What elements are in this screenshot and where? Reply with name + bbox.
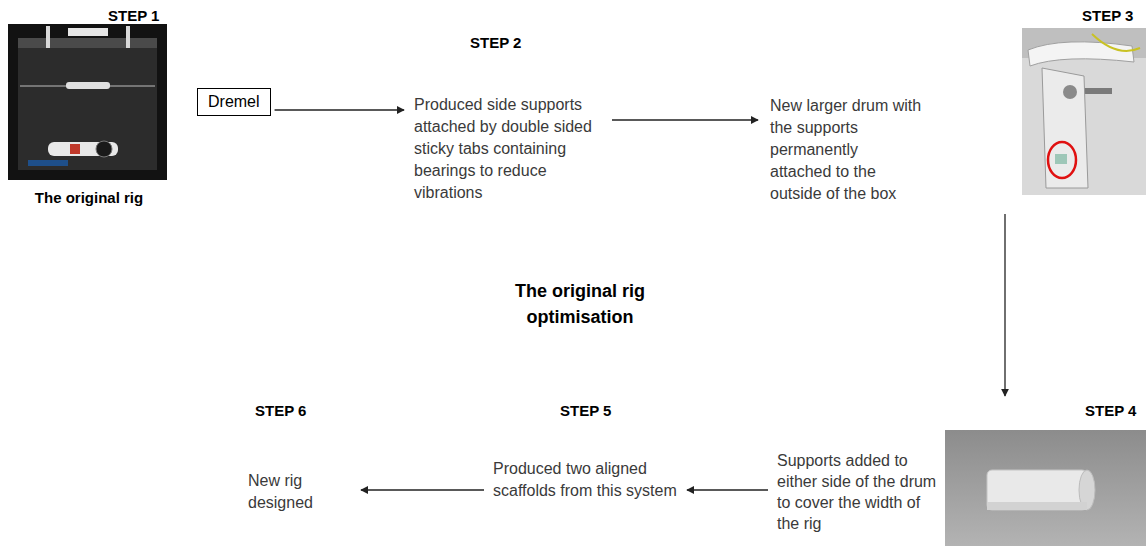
drum-shadow: [987, 502, 1087, 510]
step-heading: STEP 4: [1085, 402, 1136, 419]
rig-frame: [8, 24, 167, 180]
drum-tube: [1028, 42, 1134, 66]
flow-arrow: [361, 489, 484, 490]
diagram-title: The original rig optimisation: [495, 278, 665, 330]
rig-drum: [66, 82, 110, 89]
node-label: Dremel: [208, 93, 260, 111]
rig-post: [126, 26, 130, 48]
drum-photo: [1022, 28, 1146, 195]
flow-arrow: [612, 119, 758, 120]
step-description: Supports added to either side of the dru…: [777, 450, 939, 534]
step-description: New rig designed: [248, 470, 340, 514]
step-panel: STEP 6 New rig designed: [245, 400, 357, 530]
step-panel: STEP 3 New larger drum with the supports …: [762, 5, 1146, 210]
rig-base: [28, 160, 68, 166]
highlight-ellipse: [1048, 142, 1076, 178]
sticky-tab: [1055, 154, 1067, 164]
step-heading: STEP 3: [1082, 7, 1133, 24]
rig-dremel: [48, 142, 118, 156]
step-description: Produced side supports attached by doubl…: [414, 94, 606, 204]
step-heading: The original rig: [5, 189, 173, 206]
step-heading: STEP 1: [108, 7, 159, 24]
flow-arrow: [1004, 214, 1005, 396]
rig-interior: [18, 38, 157, 170]
step-description: Produced two aligned scaffolds from this…: [493, 458, 678, 502]
drum-supports-photo: [945, 430, 1146, 546]
drum-photo-ground: [1022, 28, 1146, 195]
drum-wire: [1092, 34, 1140, 51]
step-panel: STEP 2 Produced side supports attached by…: [408, 30, 608, 210]
tool-box: Dremel: [197, 88, 271, 116]
rig-photo: [8, 24, 167, 180]
rig-top-shelf: [18, 38, 157, 48]
flow-arrow: [687, 489, 768, 490]
step-heading: STEP 2: [470, 34, 521, 51]
rig-post: [46, 26, 50, 48]
drum-support: [1042, 68, 1088, 188]
step-heading: STEP 5: [560, 402, 611, 419]
photo-ground: [945, 430, 1146, 546]
rig-dremel-band: [70, 144, 80, 154]
step-panel: STEP 1 The original rig: [5, 5, 173, 215]
drum-bearing: [1063, 85, 1077, 99]
rig-fixture: [68, 28, 108, 36]
flow-arrow: [275, 109, 404, 110]
rig-motor: [96, 141, 112, 157]
step-heading: STEP 6: [255, 402, 306, 419]
step-panel: STEP 5 Produced two aligned scaffolds fro…: [488, 400, 683, 530]
step-description: New larger drum with the supports perman…: [770, 95, 922, 205]
drum-cylinder: [987, 470, 1087, 510]
step-panel: STEP 4 Supports added to either side of t…: [772, 400, 1146, 546]
